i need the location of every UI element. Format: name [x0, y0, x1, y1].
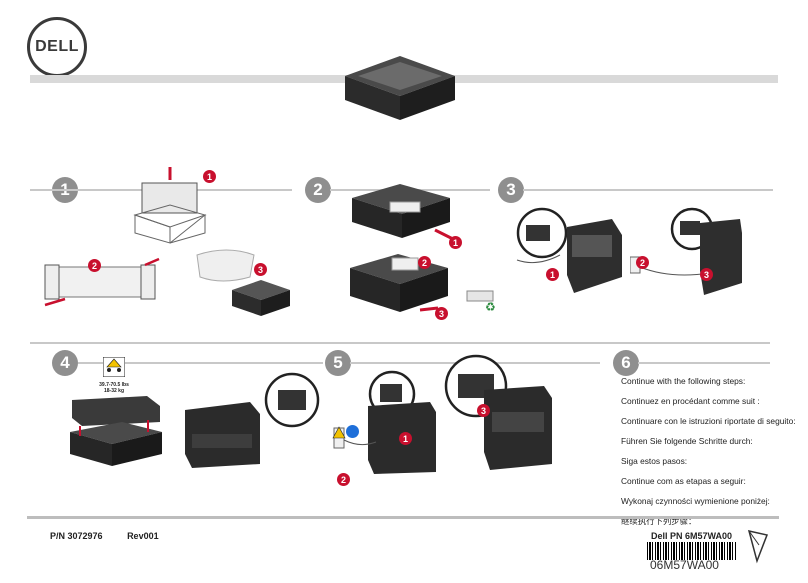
dell-part-number: Dell PN 6M57WA00 [651, 531, 733, 541]
instruction-line: Continuare con le istruzioni riportate d… [621, 416, 796, 426]
unpack-box-illustration [133, 167, 207, 244]
remove-packing-illustration [44, 257, 160, 307]
callout-badge: 3 [477, 404, 490, 417]
callout-badge: 2 [337, 473, 350, 486]
step-rule [638, 362, 770, 364]
part-number: P/N 3072976 [50, 531, 103, 541]
plastic-bag-illustration [196, 249, 255, 282]
callout-badge: 1 [449, 236, 462, 249]
step-number: 5 [325, 350, 351, 376]
callout-badge: 1 [399, 432, 412, 445]
instruction-line: Continue com as etapas a seguir: [621, 476, 746, 486]
step-number: 4 [52, 350, 78, 376]
callout-badge: 1 [203, 170, 216, 183]
step-number: 3 [498, 177, 524, 203]
printer-on-tray-detail-illustration [185, 372, 320, 468]
info-icon [346, 425, 359, 438]
power-on-illustration [444, 354, 552, 470]
callout-badge: 3 [700, 268, 713, 281]
callout-badge: 1 [546, 268, 559, 281]
continue-instructions: Continue with the following steps: Conti… [621, 375, 801, 535]
instruction-line: Siga estos pasos: [621, 456, 688, 466]
footer-rule [27, 516, 779, 519]
step-rule [523, 189, 773, 191]
instruction-line: 继续执行下列步骤： [621, 516, 697, 526]
weight-kg: 18-32 kg [103, 388, 124, 394]
barcode-text: 06M57WA00 [650, 558, 719, 572]
printer-power-off-illustration [516, 207, 622, 293]
callout-badge: 3 [435, 307, 448, 320]
step-number: 2 [305, 177, 331, 203]
step-rule [78, 362, 323, 364]
weight-lbs: 39.7-70.5 lbs [99, 382, 129, 388]
section-divider [30, 342, 770, 344]
step-number: 6 [613, 350, 639, 376]
reconnect-cables-illustration [333, 370, 436, 474]
dell-logo: DELL [27, 17, 87, 77]
instruction-line: Continuez en procédant comme suit : [621, 396, 760, 406]
instruction-line: Continue with the following steps: [621, 376, 746, 386]
pull-out-tray-illustration [352, 184, 456, 242]
logo-text: DELL [35, 38, 79, 55]
tray-illustration [232, 280, 290, 316]
barcode [647, 542, 737, 560]
place-printer-on-tray-illustration [70, 396, 162, 466]
instruction-line: Wykonaj czynności wymienione poniżej: [621, 496, 770, 506]
unplug-cables-illustration [630, 207, 742, 295]
callout-badge: 3 [254, 263, 267, 276]
instruction-line: Führen Sie folgende Schritte durch: [621, 436, 753, 446]
callout-badge: 2 [636, 256, 649, 269]
two-person-lift-icon [102, 356, 126, 378]
callout-badge: 2 [418, 256, 431, 269]
tray-hero-illustration [345, 56, 455, 120]
callout-badge: 2 [88, 259, 101, 272]
warning-icon [332, 426, 346, 444]
footer-part-info: P/N 3072976 Rev001 [50, 531, 159, 541]
recycle-symbol-icon [747, 529, 769, 564]
recycle-icon: ♻ [485, 300, 496, 314]
revision: Rev001 [127, 531, 159, 541]
packing-material-illustration [466, 290, 494, 302]
weight-warning: 39.7-70.5 lbs 18-32 kg [96, 356, 132, 394]
